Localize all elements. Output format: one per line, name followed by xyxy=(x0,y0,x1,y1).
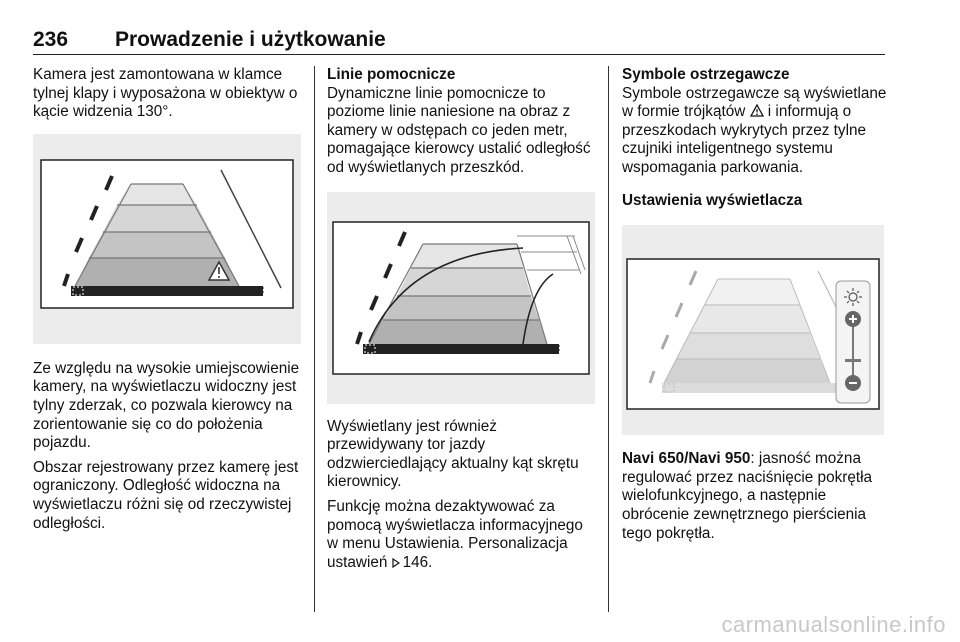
brightness-text: : jasność można regulować przez naciśnię… xyxy=(622,450,872,542)
deactivate-paragraph: Funkcję można dezaktywować za pomocą wyś… xyxy=(327,498,595,572)
brightness-paragraph: Navi 650/Navi 950: jasność można regulow… xyxy=(622,450,890,543)
warning-text-a: Symbole ostrzegawcze są wyświetlane w fo… xyxy=(622,84,887,121)
column-1: Kamera jest zamontowana w klamce tylnej … xyxy=(33,66,301,533)
guidelines-figure xyxy=(327,191,595,404)
plus-icon[interactable] xyxy=(845,311,861,328)
warning-symbols-paragraph: Symbole ostrzegawcze są wyświetlane w fo… xyxy=(622,85,890,178)
guidelines-illustration xyxy=(332,220,590,375)
section-title: Prowadzenie i użytkowanie xyxy=(115,28,386,51)
column-3: Symbole ostrzegawcze Symbole ostrzegawcz… xyxy=(622,66,890,543)
minus-icon[interactable] xyxy=(845,375,861,392)
watermark: carmanualsonline.info xyxy=(721,612,946,637)
warning-symbols-heading: Symbole ostrzegawcze xyxy=(622,66,790,83)
page-reference-arrow-icon xyxy=(392,555,400,568)
navi-model-label: Navi 650/Navi 950 xyxy=(622,450,751,468)
trajectory-paragraph: Wyświetlany jest również przewidywany to… xyxy=(327,417,579,491)
deactivate-text: Funkcję można dezaktywować za pomocą wyś… xyxy=(327,497,583,571)
column-2: Linie pomocnicze Dynamiczne linie pomocn… xyxy=(327,66,595,572)
guidelines-heading: Linie pomocnicze xyxy=(327,66,456,83)
camera-intro-paragraph: Kamera jest zamontowana w klamce tylnej … xyxy=(33,66,298,121)
column-divider-2 xyxy=(608,66,609,612)
display-settings-illustration xyxy=(626,258,880,410)
display-settings-heading: Ustawienia wyświetlacza xyxy=(622,191,803,209)
guidelines-paragraph: Dynamiczne linie pomocnicze to poziome l… xyxy=(327,84,591,176)
warning-triangle-icon xyxy=(749,103,764,117)
camera-view-illustration xyxy=(40,159,294,309)
page-header: 236 Prowadzenie i użytkowanie xyxy=(33,26,885,55)
display-settings-figure xyxy=(622,225,884,436)
warning-triangle-icon xyxy=(207,260,231,281)
column-divider-1 xyxy=(314,66,315,612)
camera-view-figure xyxy=(33,133,301,344)
bumper-paragraph: Ze względu na wysokie umiejscowienie kam… xyxy=(33,359,300,452)
warning-text-b: i informują o przeszkodach wykrytych prz… xyxy=(622,103,866,176)
range-paragraph: Obszar rejestrowany przez kamerę jest og… xyxy=(33,458,299,532)
page-number: 236 xyxy=(33,28,69,51)
sun-icon xyxy=(844,288,862,307)
page-reference-number[interactable]: 146. xyxy=(402,553,433,571)
